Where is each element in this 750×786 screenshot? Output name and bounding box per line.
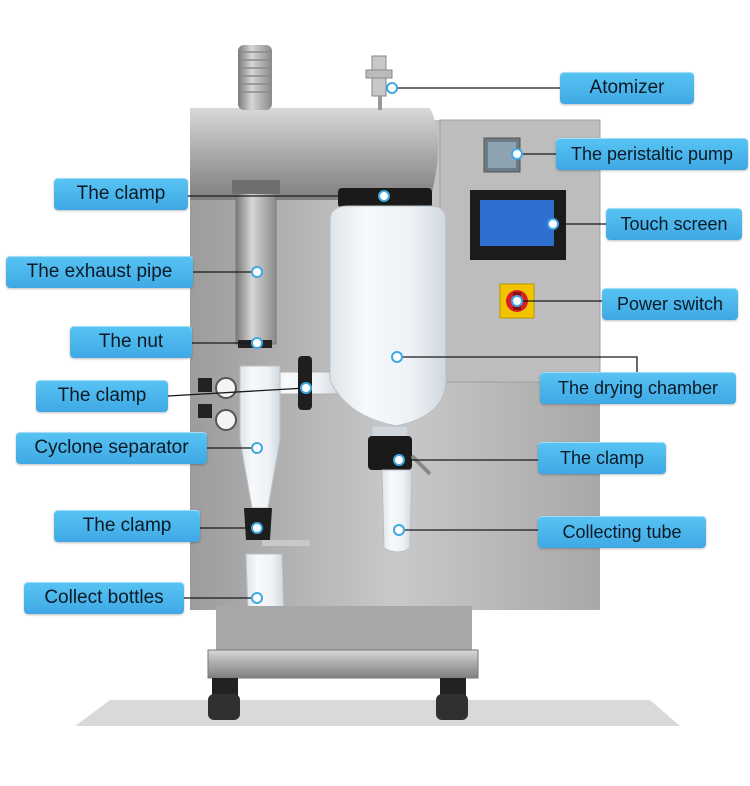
chamber-bottom-clamp — [368, 436, 412, 470]
label-collecting-tube: Collecting tube — [538, 516, 706, 548]
label-clamp-top: The clamp — [54, 178, 188, 210]
drying-chamber-glass — [329, 205, 447, 427]
top-lid — [190, 108, 438, 200]
label-cyclone-separator: Cyclone separator — [16, 432, 207, 464]
label-touch-screen: Touch screen — [606, 208, 742, 240]
label-clamp-left: The clamp — [36, 380, 168, 412]
flex-hose — [238, 45, 272, 110]
indicator-dots — [251, 82, 559, 604]
label-clamp-lower: The clamp — [54, 510, 200, 542]
label-clamp-right: The clamp — [538, 442, 666, 474]
atomizer-fitting — [365, 55, 393, 110]
gauge-top — [215, 377, 237, 399]
label-peristaltic-pump: The peristaltic pump — [556, 138, 748, 170]
caster-right — [436, 678, 468, 720]
label-nut: The nut — [70, 326, 192, 358]
leader-lines — [167, 87, 638, 599]
base-stand — [216, 606, 472, 654]
label-drying-chamber: The drying chamber — [540, 372, 736, 404]
touch-screen-display — [480, 200, 554, 246]
label-collect-bottles: Collect bottles — [24, 582, 184, 614]
exhaust-pipe-body — [235, 181, 277, 345]
label-power-switch: Power switch — [602, 288, 738, 320]
label-exhaust-pipe: The exhaust pipe — [6, 256, 193, 288]
label-atomizer: Atomizer — [560, 72, 694, 104]
collecting-tube-glass — [381, 469, 413, 553]
gauge-bottom — [215, 409, 237, 431]
caster-left — [208, 678, 240, 720]
floor-shadow — [75, 700, 680, 726]
